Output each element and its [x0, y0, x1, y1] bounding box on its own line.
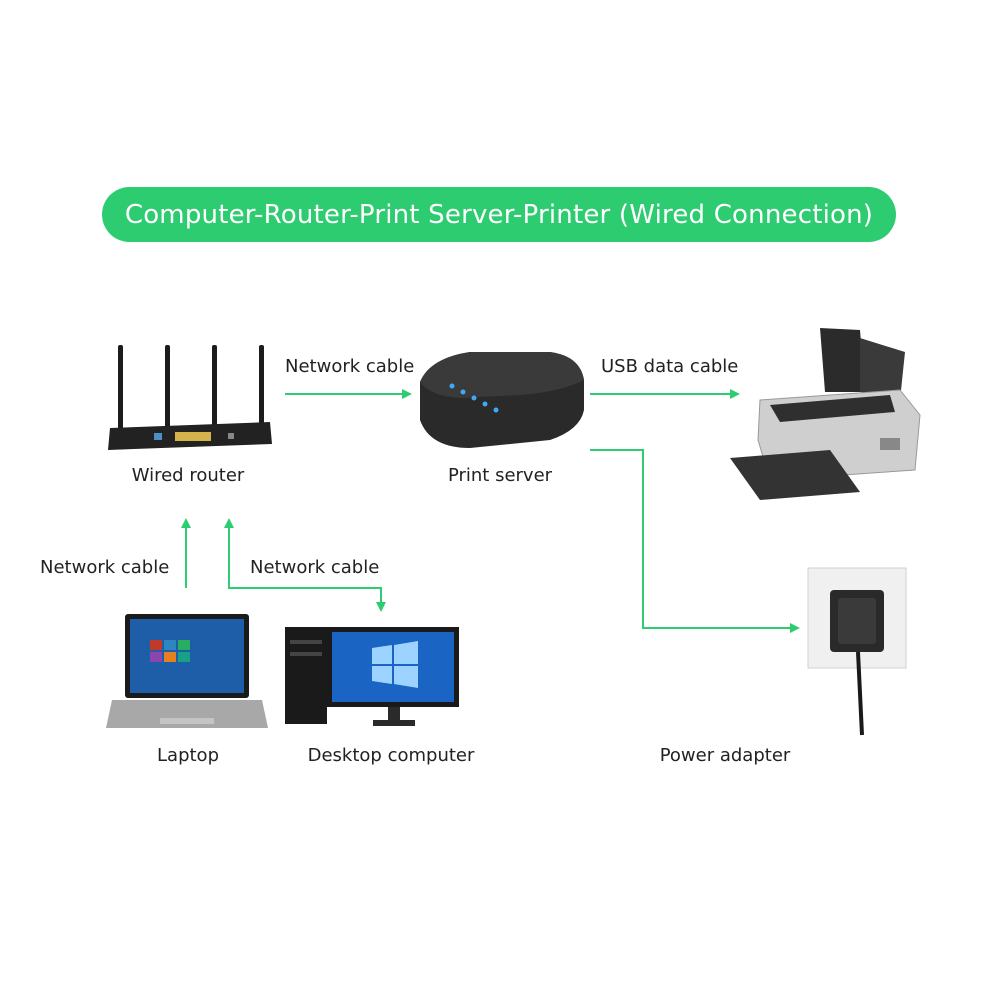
desktop-cable-label: Network cable: [250, 557, 380, 578]
arrow-router-desktop: [228, 520, 386, 612]
server-to-printer-cable-label: USB data cable: [601, 356, 739, 377]
laptop-label: Laptop: [157, 745, 219, 766]
print-server-label: Print server: [447, 465, 553, 486]
laptop-cable-label: Network cable: [40, 557, 170, 578]
router-label: Wired router: [131, 465, 245, 486]
router-to-server-cable-label: Network cable: [285, 356, 415, 377]
desktop-label: Desktop computer: [307, 745, 475, 766]
diagram-title: Computer-Router-Print Server-Printer (Wi…: [102, 187, 896, 242]
power-adapter-label: Power adapter: [659, 745, 791, 766]
arrow-server-to-power-adapter: [590, 449, 800, 633]
